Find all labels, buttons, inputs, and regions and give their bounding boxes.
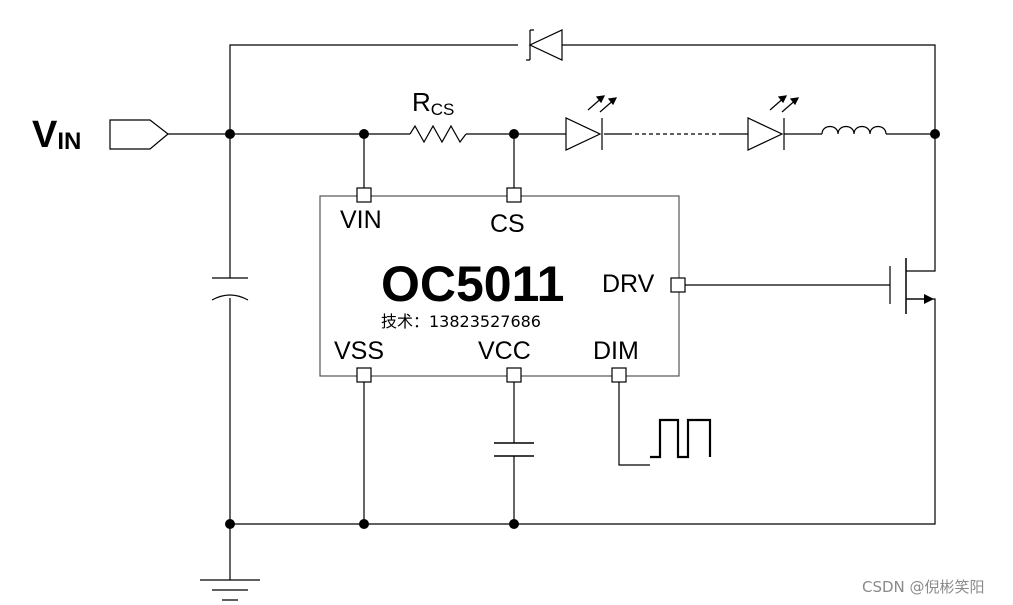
pin-vss xyxy=(356,367,372,383)
ground-symbol xyxy=(200,579,260,601)
chip-name: OC5011 xyxy=(381,256,564,312)
pin-vin xyxy=(356,187,372,203)
pin-label-vin: VIN xyxy=(340,206,382,234)
zener-diode xyxy=(526,29,563,61)
pin-drv xyxy=(670,277,686,293)
pin-label-dim: DIM xyxy=(593,337,639,365)
mosfet xyxy=(889,258,932,314)
pin-label-vss: VSS xyxy=(334,337,384,365)
drain-wire xyxy=(906,134,936,272)
junction-dots xyxy=(225,129,940,529)
mosfet-arrow xyxy=(924,294,934,304)
pin-label-cs: CS xyxy=(490,210,525,238)
dim-wire xyxy=(618,382,650,466)
led-2 xyxy=(747,95,800,151)
pwm-waveform xyxy=(650,418,712,459)
top-wire xyxy=(229,44,936,134)
pin-vcc xyxy=(506,367,522,383)
pin-label-vcc: VCC xyxy=(478,337,531,365)
input-capacitor xyxy=(211,277,249,301)
pin-cs xyxy=(506,187,522,203)
ground-rail xyxy=(230,298,936,525)
watermark: CSDN @倪彬笑阳 xyxy=(862,578,985,596)
rcs-label: RCS xyxy=(412,87,454,119)
input-terminal xyxy=(109,119,169,150)
pin-dim xyxy=(611,367,627,383)
vcc-capacitor xyxy=(494,442,534,457)
vin-label: VIN xyxy=(32,114,81,156)
inductor xyxy=(821,125,887,135)
chip-contact: 技术：13823527686 xyxy=(381,312,541,331)
resistor-rcs xyxy=(409,124,467,144)
led-1 xyxy=(565,95,618,151)
pin-label-drv: DRV xyxy=(602,270,655,298)
